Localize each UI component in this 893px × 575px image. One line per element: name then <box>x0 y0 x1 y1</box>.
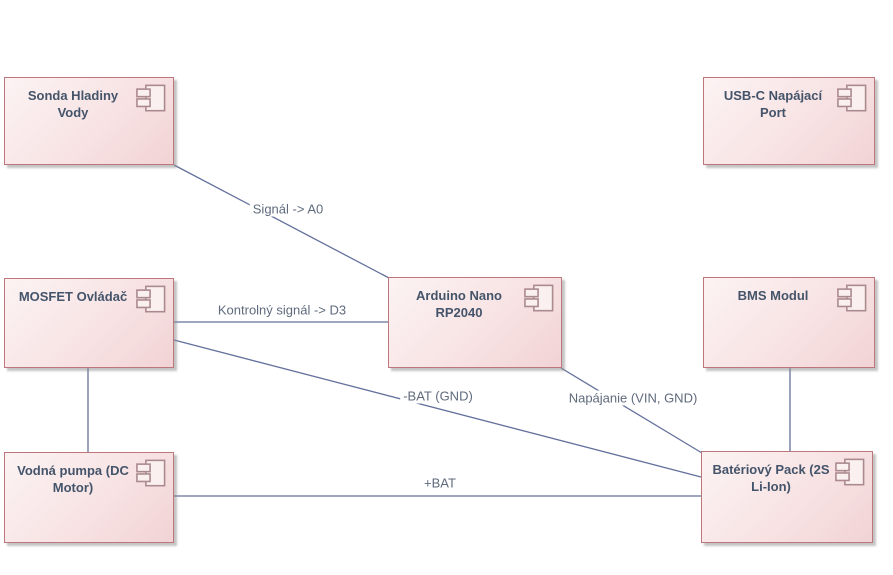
uml-component-icon <box>835 458 865 486</box>
connector-label-pumpa-to-bateria: +BAT <box>421 475 459 491</box>
component-mosfet-ovladac[interactable]: MOSFET Ovládač <box>4 278 174 368</box>
connector-mosfet-to-bateria[interactable] <box>173 339 702 478</box>
component-icon-holder <box>837 284 867 313</box>
connector-label-arduino-to-bateria: Napájanie (VIN, GND) <box>565 390 701 406</box>
component-label-line: RP2040 <box>435 305 483 320</box>
component-label-line: Port <box>760 105 786 120</box>
component-label-line: Li-Ion) <box>751 479 791 494</box>
uml-component-icon <box>136 459 166 487</box>
component-label-line: MOSFET Ovládač <box>18 289 128 304</box>
uml-component-icon <box>837 284 867 312</box>
component-label: BMS Modul <box>704 278 874 304</box>
component-icon-holder <box>835 458 865 487</box>
connector-arduino-to-bateria[interactable] <box>560 367 703 454</box>
component-label-line: BMS Modul <box>737 288 809 303</box>
component-bateriovy-pack[interactable]: Batériový Pack (2S Li-Ion) <box>701 451 873 543</box>
component-label-line: Vody <box>57 105 89 120</box>
connector-sonda-to-arduino[interactable] <box>173 164 390 279</box>
component-label: Vodná pumpa (DC Motor) <box>5 453 173 496</box>
component-vodna-pumpa[interactable]: Vodná pumpa (DC Motor) <box>4 452 174 543</box>
component-label-line: Vodná pumpa (DC <box>17 463 129 478</box>
component-label-line: Batériový Pack (2S <box>712 462 830 477</box>
component-bms-modul[interactable]: BMS Modul <box>703 277 875 368</box>
uml-component-icon <box>136 285 166 313</box>
component-label-line: Motor) <box>52 480 94 495</box>
component-label-line: Arduino Nano <box>416 288 502 303</box>
component-label-line: USB-C Napájací <box>723 88 823 103</box>
connector-label-sonda-to-arduino: Signál -> A0 <box>249 201 327 217</box>
component-label-line: Sonda Hladiny <box>27 88 119 103</box>
component-icon-holder <box>136 459 166 488</box>
uml-component-icon <box>524 284 554 312</box>
connector-label-mosfet-to-bateria: -BAT (GND) <box>400 388 476 404</box>
connector-label-mosfet-to-arduino: Kontrolný signál -> D3 <box>214 302 350 318</box>
component-icon-holder <box>837 84 867 113</box>
uml-component-icon <box>136 84 166 112</box>
component-icon-holder <box>136 285 166 314</box>
component-label: Batériový Pack (2S Li-Ion) <box>702 452 872 495</box>
component-icon-holder <box>136 84 166 113</box>
component-icon-holder <box>524 284 554 313</box>
uml-component-icon <box>837 84 867 112</box>
component-label: MOSFET Ovládač <box>5 279 173 305</box>
